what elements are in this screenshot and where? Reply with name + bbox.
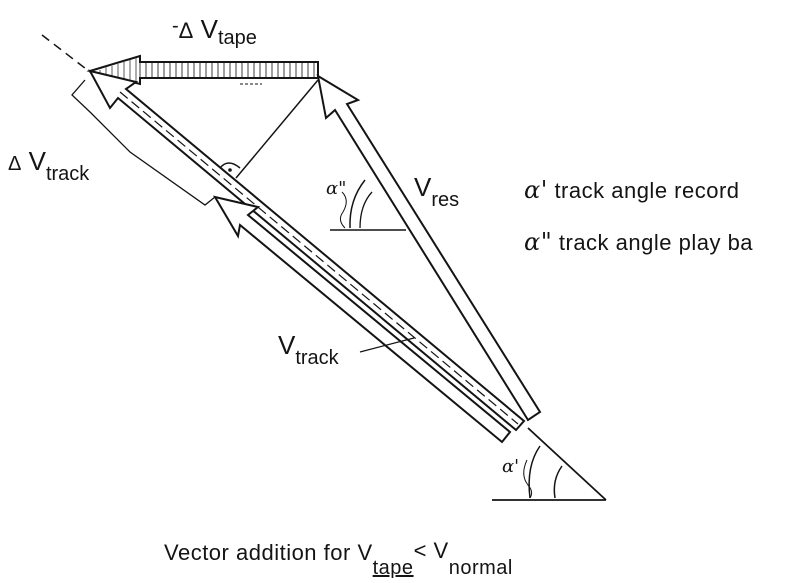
v-track-inner-arrow <box>212 195 512 444</box>
diagram-caption: Vector addition for Vtape< Vnormal <box>164 538 513 579</box>
perpendicular-line <box>235 79 319 179</box>
right-angle-dot <box>228 168 232 172</box>
alpha-double-prime-arc <box>349 179 366 229</box>
alpha-prime-arc <box>528 445 541 499</box>
legend-item-record: α' track angle record <box>524 176 740 204</box>
v-track-arrow <box>88 69 526 432</box>
legend-item-playback: α" track angle play ba <box>524 228 754 256</box>
v-track-leader <box>359 337 415 353</box>
alpha-double-prime-label: α" <box>326 178 347 199</box>
v-res-label: Vres <box>414 172 460 211</box>
right-angle-marker <box>219 162 241 169</box>
alpha-double-prime-squiggle <box>339 191 347 229</box>
alpha-prime-squiggle <box>523 459 533 499</box>
v-res-arrow <box>316 73 542 422</box>
delta-v-track-outline <box>71 79 216 206</box>
extension-line <box>41 34 91 73</box>
delta-v-tape-label: -Δ Vtape <box>172 14 257 49</box>
alpha-prime-arc-inner <box>553 465 563 499</box>
delta-v-track-label: Δ Vtrack <box>8 146 90 185</box>
v-track-label: Vtrack <box>278 330 339 369</box>
alpha-prime-hypotenuse <box>527 427 607 501</box>
alpha-prime-label: α' <box>502 456 520 477</box>
delta-v-tape-arrow <box>86 54 319 86</box>
alpha-double-prime-arc-inner <box>359 191 373 229</box>
